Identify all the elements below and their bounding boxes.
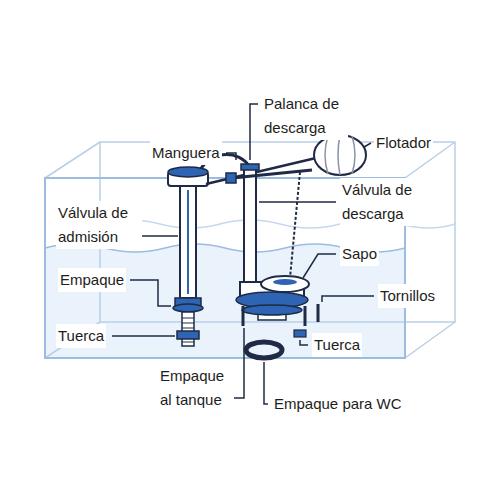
part-label: Válvula de descarga bbox=[340, 178, 426, 226]
screws bbox=[243, 304, 318, 326]
intake-inner bbox=[187, 190, 189, 294]
part-label: Flotador bbox=[374, 131, 433, 155]
flapper-center bbox=[273, 279, 297, 285]
part-label: Palanca de descarga bbox=[262, 92, 348, 140]
part-label: Empaque para WC bbox=[272, 392, 404, 416]
leader-line bbox=[250, 104, 258, 160]
intake-tube bbox=[180, 186, 196, 298]
leader-line bbox=[364, 143, 371, 147]
part-label: Tornillos bbox=[378, 284, 437, 308]
float-ball bbox=[314, 135, 366, 175]
leader-line bbox=[300, 340, 308, 345]
intake-gasket bbox=[173, 304, 203, 312]
part-label: Tuerca bbox=[56, 324, 106, 348]
screw-nut bbox=[294, 330, 306, 337]
float-arm bbox=[206, 158, 316, 184]
overflow-tube bbox=[244, 168, 256, 282]
tank-edges bbox=[45, 142, 455, 358]
flapper bbox=[261, 276, 309, 292]
part-label: Empaque bbox=[58, 268, 126, 292]
part-label: Sapo bbox=[340, 242, 379, 266]
float-ridges bbox=[325, 135, 355, 175]
intake-cap-top bbox=[168, 167, 208, 177]
part-label: Manguera bbox=[150, 141, 222, 165]
chain bbox=[290, 172, 300, 278]
part-label: Válvula de admisión bbox=[56, 201, 142, 249]
part-label: Tuerca bbox=[312, 333, 362, 357]
leader-line bbox=[112, 335, 175, 337]
tank-back bbox=[100, 142, 455, 322]
leader-lines bbox=[112, 104, 374, 404]
leader-line bbox=[130, 280, 171, 306]
wc-gasket bbox=[246, 342, 282, 358]
overflow-cap bbox=[241, 164, 259, 170]
lever-handle bbox=[226, 173, 236, 183]
tank-gasket bbox=[242, 305, 302, 315]
leader-line bbox=[142, 235, 178, 237]
leader-line bbox=[264, 362, 268, 404]
leader-line bbox=[234, 328, 244, 398]
leader-line bbox=[259, 201, 336, 203]
intake-shank bbox=[182, 312, 194, 346]
leader-line bbox=[322, 296, 374, 302]
intake-nut bbox=[177, 331, 199, 339]
leader-line bbox=[226, 153, 236, 160]
part-label: Empaque al tanque bbox=[158, 364, 234, 412]
leader-line bbox=[303, 254, 336, 278]
